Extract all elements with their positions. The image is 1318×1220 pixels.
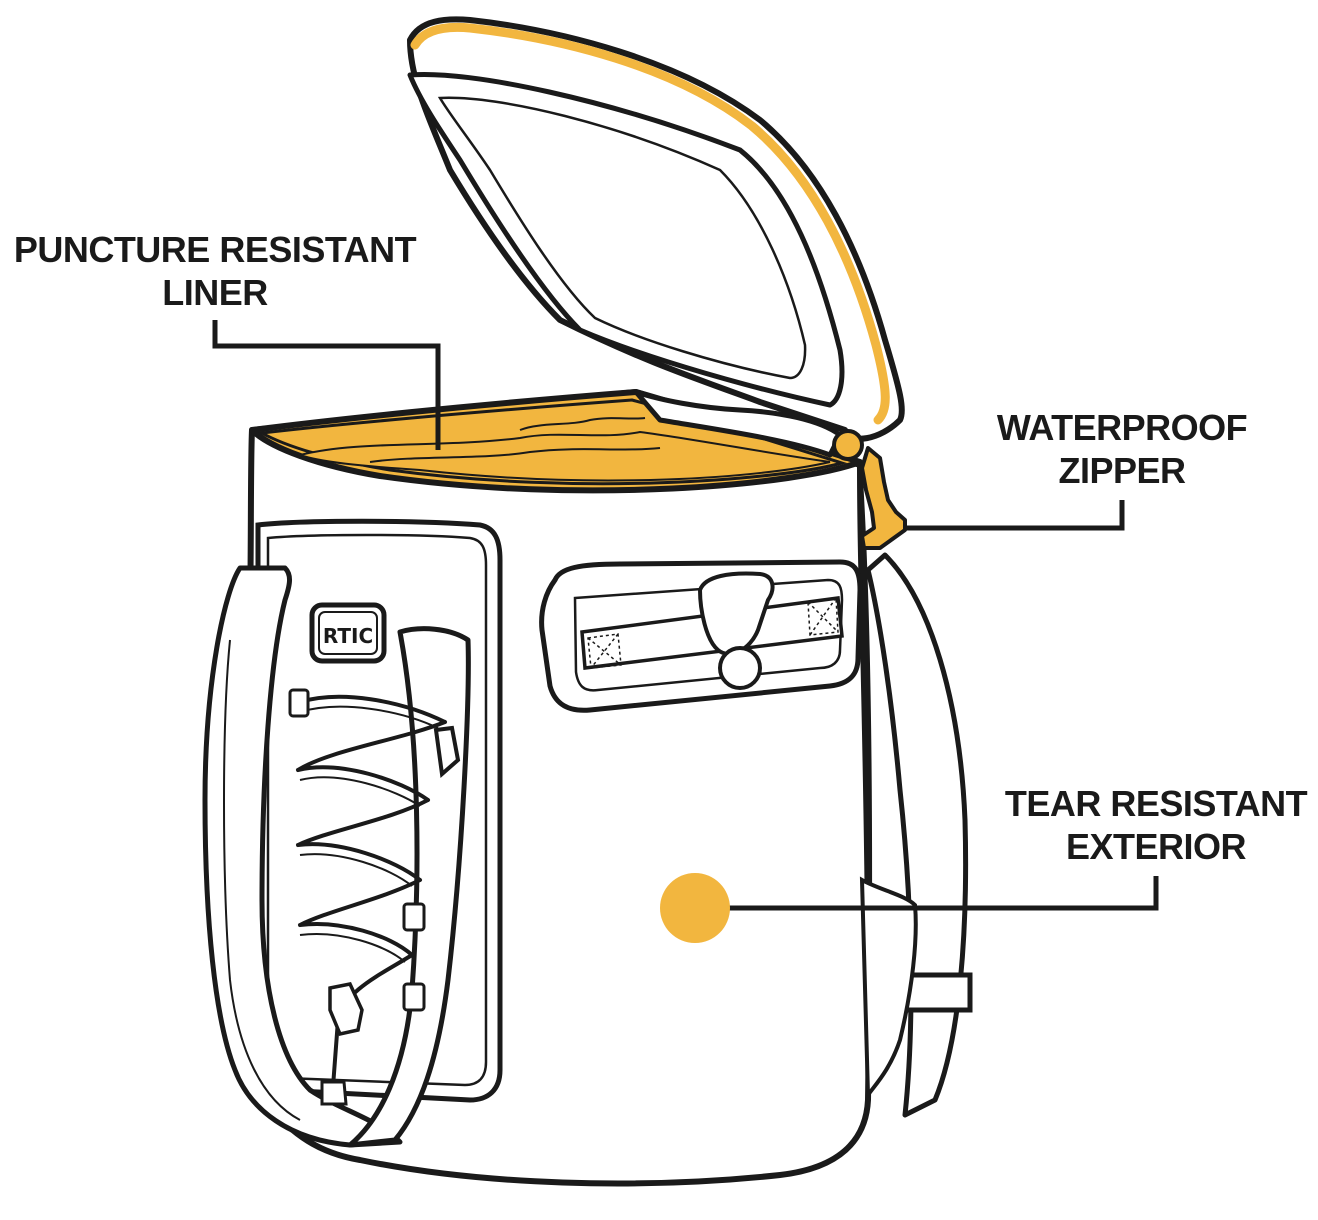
side-handle-inset [573, 578, 844, 692]
zipper-callout-line-1: WATERPROOF [996, 407, 1248, 448]
exterior-marker-dot [660, 873, 730, 943]
zipper-callout: WATERPROOF ZIPPER [990, 406, 1254, 492]
zipper-callout-line-2: ZIPPER [1058, 450, 1186, 491]
bungee-cord [296, 694, 447, 1102]
zipper-pull-tab [860, 446, 907, 550]
liner-interior [296, 430, 831, 482]
bungee-cord-inner [299, 705, 439, 963]
bungee-loop-1 [288, 688, 310, 718]
lid-inner-seal [437, 96, 807, 380]
side-pocket [859, 876, 918, 1102]
liner-fold-1 [369, 447, 661, 463]
liner-callout-line-2: LINER [162, 272, 268, 313]
exterior-leader-line [728, 876, 1159, 911]
liner-leader-line [212, 320, 441, 450]
liner-fold-2 [519, 417, 646, 431]
cord-lock [328, 982, 364, 1037]
exterior-callout: TEAR RESISTANT EXTERIOR [998, 782, 1314, 868]
bungee-loop-3 [402, 982, 426, 1012]
liner-callout-line-1: PUNCTURE RESISTANT [13, 229, 417, 270]
rtic-logo-inner [318, 611, 378, 655]
zipper-slider [832, 429, 864, 461]
x-stitch-right [807, 597, 839, 636]
strap-d-ring [433, 725, 461, 778]
side-handle-clip [697, 571, 775, 656]
zipper-leader-line [905, 500, 1125, 531]
exterior-callout-line-2: EXTERIOR [1065, 826, 1247, 867]
cord-end [320, 1080, 348, 1106]
liner-callout: PUNCTURE RESISTANT LINER [0, 228, 430, 314]
exterior-callout-line-1: TEAR RESISTANT [1004, 783, 1308, 824]
strap-buckle-band [902, 972, 973, 1013]
rtic-logo: RTIC [323, 624, 373, 648]
left-strap-inner [223, 639, 301, 1121]
side-handle-ring [718, 646, 762, 690]
rtic-logo-patch [309, 602, 387, 664]
x-stitch-left [587, 633, 622, 669]
bungee-loop-2 [402, 902, 426, 932]
lid-zipper-track [410, 22, 890, 425]
lid-inner-panel [407, 71, 845, 408]
